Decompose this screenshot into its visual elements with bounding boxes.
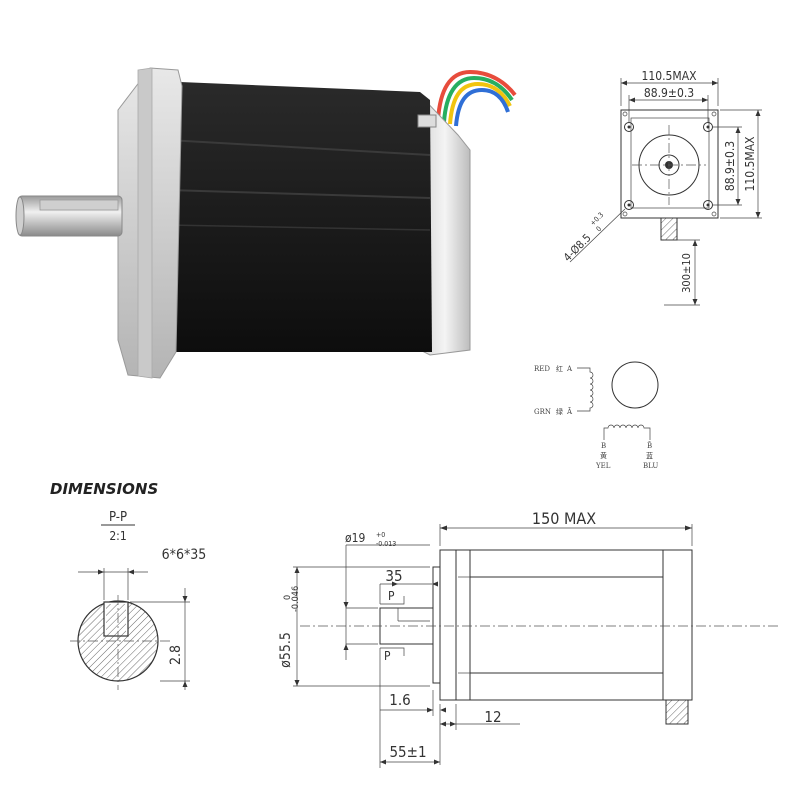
shaft-diameter-tol-upper: +0 (376, 531, 385, 539)
phase-b-label: B (601, 442, 606, 450)
wire-grn-cn-label: 绿 (556, 407, 563, 416)
mounting-holes-tolerance-lower: 0 (595, 225, 603, 233)
wire-red-cn-label: 红 (556, 364, 563, 373)
shaft-outline (379, 607, 434, 645)
flange-thickness-label: 12 (484, 708, 501, 726)
section-marker-bottom: P (384, 649, 391, 663)
front-view-drawing: 110.5MAX 88.9±0.3 88.9±0.3 110.5MAX 4-Ø8… (561, 69, 762, 306)
key-depth-label: 2.8 (168, 645, 184, 665)
section-marker-top: P (388, 589, 395, 603)
pilot-height-label: 1.6 (389, 691, 410, 709)
motor-body-outline (439, 549, 693, 701)
wire-grn-label: GRN (534, 408, 551, 416)
shaft-length-label: 55±1 (389, 743, 426, 761)
motor-photo (15, 67, 517, 379)
pilot-diameter-label: ø55.5 (278, 632, 294, 668)
phase-a-bar-label: Ā (566, 407, 573, 416)
dimensions-heading: DIMENSIONS (50, 480, 158, 498)
lead-length-label: 300±10 (680, 253, 693, 293)
shaft-diameter-label: ø19 (345, 531, 365, 545)
hole-spacing-v-label: 88.9±0.3 (723, 141, 737, 191)
outer-height-label: 110.5MAX (743, 136, 757, 192)
section-scale-label: 2:1 (109, 529, 126, 543)
wire-blu-cn-label: 蓝 (646, 451, 653, 460)
wiring-diagram: RED 红 A GRN 绿 Ā B 黄 YEL B̄ 蓝 BLU (534, 361, 659, 470)
outer-width-label: 110.5MAX (642, 69, 698, 83)
wire-blu-label: BLU (643, 462, 658, 470)
wire-red-label: RED (534, 365, 550, 373)
mounting-holes-label: 4-Ø8.5 (561, 231, 594, 264)
key-size-label: 6*6*35 (162, 547, 207, 563)
coil-a (577, 367, 594, 412)
overall-length-label: 150 MAX (532, 509, 596, 528)
wire-yel-label: YEL (595, 462, 611, 470)
stator-body (160, 82, 432, 352)
pilot-diameter-tol-upper: 0 (283, 595, 293, 600)
shaft-section-drawing: DIMENSIONS P-P 2:1 6*6*35 2.8 (50, 480, 206, 690)
hole-spacing-h-label: 88.9±0.3 (644, 86, 694, 100)
rotor-symbol (611, 361, 659, 409)
shaft-diameter-tol-lower: -0.013 (376, 540, 396, 548)
section-pp-label: P-P (109, 510, 127, 525)
pilot-diameter-tol-lower: -0.046 (291, 586, 301, 612)
coil-b (603, 424, 651, 440)
key-length-label: 35 (385, 567, 402, 585)
motor-shaft (15, 195, 123, 237)
motor-lead-wires (436, 69, 517, 127)
phase-b-bar-label: B̄ (647, 441, 652, 450)
side-view-drawing: 150 MAX ø19 +0 -0.013 35 P P ø55.5 0 -0.… (278, 509, 780, 768)
wire-yel-cn-label: 黄 (600, 451, 607, 460)
phase-a-label: A (566, 365, 573, 373)
